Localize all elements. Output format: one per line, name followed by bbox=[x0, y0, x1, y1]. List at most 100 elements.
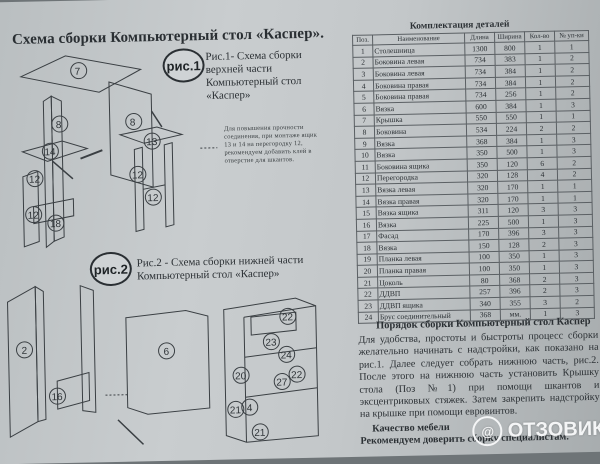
part-label: 22 bbox=[291, 370, 303, 381]
part-label: 16 bbox=[51, 392, 63, 403]
table-cell: 170 bbox=[498, 192, 528, 204]
part-label: 8 bbox=[56, 120, 62, 131]
table-cell: 2 bbox=[556, 122, 590, 134]
table-cell: 355 bbox=[500, 297, 530, 309]
part-label: 20 bbox=[235, 371, 247, 382]
part-label: 2 bbox=[21, 346, 27, 357]
table-cell: 500 bbox=[497, 146, 527, 158]
table-cell: 734 bbox=[465, 54, 495, 66]
table-cell: 2 bbox=[555, 75, 589, 87]
part-label: 22 bbox=[282, 312, 294, 323]
table-cell: 1 bbox=[353, 45, 373, 57]
figure-1-hint: Для повышения прочности соединения, при … bbox=[224, 124, 318, 166]
table-header-cell: Поз. bbox=[352, 35, 372, 45]
part-side-16 bbox=[80, 285, 96, 412]
table-cell: 3 bbox=[560, 284, 594, 296]
table-cell: 257 bbox=[470, 286, 500, 298]
table-cell: 100 bbox=[469, 251, 499, 263]
table-cell: 4 bbox=[353, 80, 373, 92]
table-cell: 1 bbox=[525, 53, 555, 65]
table-cell: 13 bbox=[356, 184, 376, 196]
table-cell: 320 bbox=[468, 193, 498, 205]
table-cell: 14 bbox=[356, 196, 376, 208]
table-cell: 350 bbox=[499, 262, 529, 274]
table-cell: 550 bbox=[466, 112, 496, 124]
part-label: 8 bbox=[130, 117, 136, 128]
table-cell: 120 bbox=[498, 204, 528, 216]
table-cell: 734 bbox=[465, 66, 495, 78]
table-cell: 3 bbox=[558, 203, 592, 215]
table-cell: 1 bbox=[526, 88, 556, 100]
table-cell: 340 bbox=[470, 297, 500, 309]
table-cell: 396 bbox=[500, 285, 530, 297]
table-cell: 256 bbox=[496, 88, 526, 100]
part-label: 21 bbox=[230, 405, 242, 416]
table-cell: 600 bbox=[466, 100, 496, 112]
table-cell: 2 bbox=[529, 238, 559, 250]
table-cell: 170 bbox=[469, 228, 499, 240]
table-cell: 3 bbox=[556, 98, 590, 110]
table-cell: 350 bbox=[499, 250, 529, 262]
table-cell: 80 bbox=[470, 274, 500, 286]
part-label: 12 bbox=[132, 170, 144, 181]
otzovik-watermark: @ ОТЗОВИК bbox=[472, 414, 600, 447]
part-label: 12 bbox=[28, 211, 40, 222]
table-cell: 7 bbox=[354, 115, 374, 127]
part-label: 13 bbox=[146, 137, 158, 148]
part-label: 27 bbox=[276, 377, 288, 388]
table-cell: 1 bbox=[528, 215, 558, 227]
table-cell: 5 bbox=[354, 91, 374, 103]
table-cell: 2 bbox=[530, 273, 560, 285]
table-header-cell: Длина bbox=[464, 32, 494, 43]
table-cell: 383 bbox=[495, 53, 525, 65]
table-cell: 1 bbox=[556, 110, 590, 122]
assembly-order-paragraph: Для удобства, простоты и быстроты процес… bbox=[358, 330, 599, 420]
table-cell: 20 bbox=[357, 265, 377, 277]
table-cell: 15 bbox=[356, 207, 376, 219]
table-cell: 311 bbox=[468, 205, 498, 217]
table-cell: 350 bbox=[467, 158, 497, 170]
part-side-left bbox=[7, 287, 38, 438]
table-cell: 1 bbox=[528, 180, 558, 192]
table-cell: 150 bbox=[469, 239, 499, 251]
table-cell: 1 bbox=[558, 180, 592, 192]
table-cell: 128 bbox=[497, 169, 527, 181]
table-cell: 1 bbox=[525, 76, 555, 88]
table-cell: 1 bbox=[525, 64, 555, 76]
table-cell: 1 bbox=[526, 99, 556, 111]
table-cell: 12 bbox=[355, 172, 375, 184]
table-cell: 22 bbox=[358, 288, 378, 300]
table-cell: 4 bbox=[527, 169, 557, 181]
table-cell: 3 bbox=[558, 214, 592, 226]
part-panel-6 bbox=[126, 310, 210, 415]
table-cell: 384 bbox=[496, 100, 526, 112]
table-cell: 734 bbox=[466, 89, 496, 101]
table-cell: 225 bbox=[468, 216, 498, 228]
table-cell: 1 bbox=[525, 41, 555, 53]
table-cell: 800 bbox=[495, 42, 525, 54]
table-cell: 3 bbox=[528, 203, 558, 215]
table-cell: 384 bbox=[497, 135, 527, 147]
table-cell: 3 bbox=[559, 249, 593, 261]
table-cell: 10 bbox=[355, 149, 375, 161]
table-cell: 6 bbox=[527, 157, 557, 169]
otzovik-logo-icon: @ bbox=[472, 416, 503, 447]
table-cell: 1 bbox=[527, 145, 557, 157]
part-label: 23 bbox=[265, 338, 277, 349]
part-labels-fig1: 7 8 8 14 12 18 12 12 13 12 bbox=[23, 61, 162, 232]
table-cell: 368 bbox=[467, 135, 497, 147]
table-cell: 396 bbox=[499, 227, 529, 239]
table-cell: 1300 bbox=[465, 42, 495, 54]
table-cell: 2 bbox=[557, 168, 591, 180]
table-cell: 9 bbox=[355, 138, 375, 150]
table-cell: 3 bbox=[529, 227, 559, 239]
table-cell: 350 bbox=[467, 147, 497, 159]
table-cell: 224 bbox=[496, 123, 526, 135]
table-cell: 19 bbox=[357, 254, 377, 266]
table-cell: 6 bbox=[354, 103, 374, 115]
figure-2-caption: Рис.2 - Схема сборки нижней части Компью… bbox=[137, 254, 304, 283]
table-cell: 2 bbox=[557, 156, 591, 168]
part-label: 14 bbox=[44, 147, 56, 158]
table-cell: 734 bbox=[465, 77, 495, 89]
